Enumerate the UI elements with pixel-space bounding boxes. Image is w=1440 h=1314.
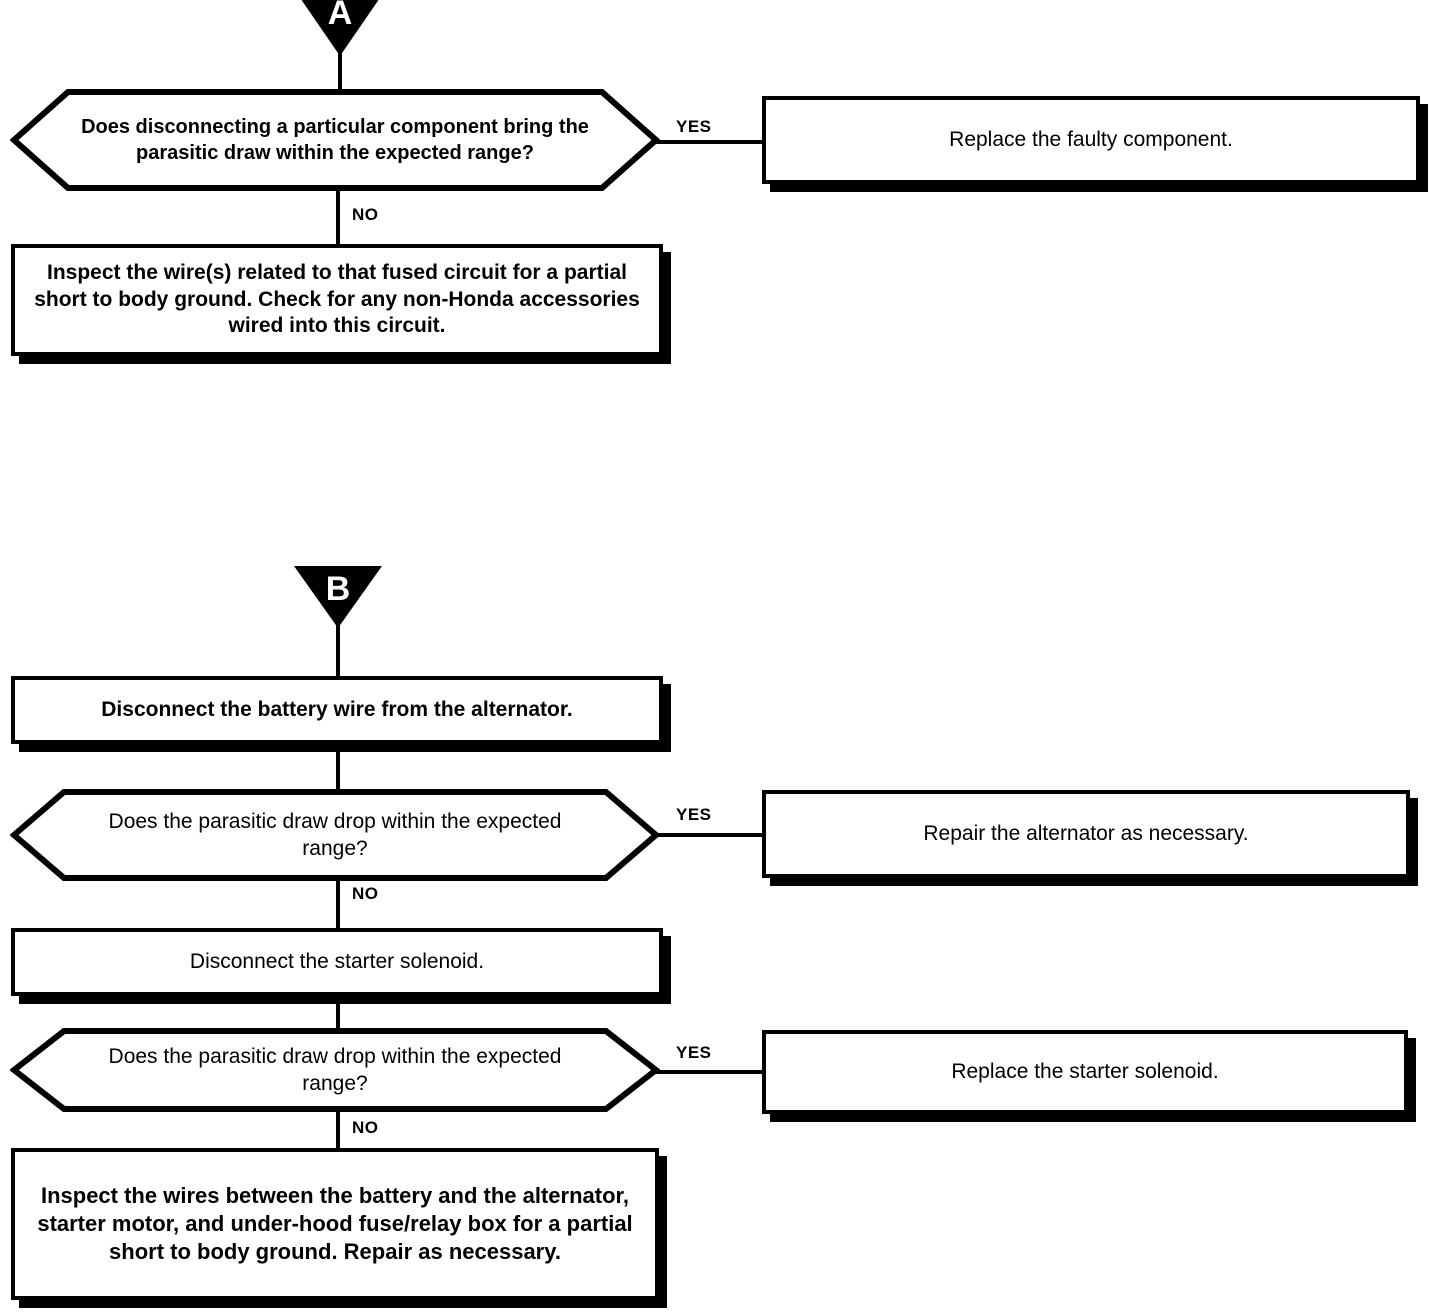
step-disconnect-starter-solenoid-text: Disconnect the starter solenoid. (189, 949, 485, 973)
branch-b2-no-line (336, 1110, 340, 1152)
link-step2-to-decision2 (336, 996, 340, 1030)
branch-b1-yes-label: YES (676, 805, 712, 824)
action-inspect-fused-circuit-wires: Inspect the wire(s) related to that fuse… (11, 244, 663, 356)
decision-draw-drop-alternator: Does the parasitic draw drop within the … (10, 788, 660, 882)
decision-draw-drop-solenoid: Does the parasitic draw drop within the … (10, 1027, 660, 1113)
branch-b1-yes-line (654, 833, 764, 837)
decision-draw-drop-solenoid-text: Does the parasitic draw drop within the … (108, 1044, 562, 1095)
action-repair-alternator: Repair the alternator as necessary. (762, 790, 1410, 878)
branch-b1-no-label: NO (352, 884, 379, 903)
action-replace-faulty-component-text: Replace the faulty component. (949, 127, 1233, 151)
action-replace-starter-solenoid-text: Replace the starter solenoid. (951, 1059, 1219, 1083)
branch-b2-no-label: NO (352, 1118, 379, 1137)
connector-a-stem (338, 52, 342, 92)
link-step1-to-decision1 (336, 744, 340, 790)
connector-marker-a: A (296, 0, 384, 60)
connector-marker-a-label: A (327, 0, 353, 32)
action-repair-alternator-text: Repair the alternator as necessary. (923, 821, 1249, 845)
action-inspect-fused-circuit-wires-text: Inspect the wire(s) related to that fuse… (34, 260, 640, 338)
branch-b1-no-line (336, 878, 340, 930)
step-disconnect-battery-wire: Disconnect the battery wire from the alt… (11, 676, 663, 744)
decision-draw-drop-alternator-text: Does the parasitic draw drop within the … (108, 809, 562, 860)
action-replace-faulty-component: Replace the faulty component. (762, 96, 1420, 184)
connector-marker-b-label: B (325, 570, 351, 608)
decision-component-disconnect-text: Does disconnecting a particular componen… (81, 116, 589, 164)
action-inspect-main-wires: Inspect the wires between the battery an… (11, 1148, 659, 1300)
action-replace-starter-solenoid: Replace the starter solenoid. (762, 1030, 1408, 1114)
step-disconnect-starter-solenoid: Disconnect the starter solenoid. (11, 928, 663, 996)
action-inspect-main-wires-text: Inspect the wires between the battery an… (37, 1182, 633, 1265)
step-disconnect-battery-wire-text: Disconnect the battery wire from the alt… (101, 697, 573, 721)
branch-a-yes-label: YES (676, 117, 712, 136)
branch-a-yes-line (654, 140, 764, 144)
decision-component-disconnect: Does disconnecting a particular componen… (10, 88, 660, 192)
branch-b2-yes-line (654, 1070, 764, 1074)
connector-marker-b: B (294, 566, 382, 632)
branch-b2-yes-label: YES (676, 1043, 712, 1062)
branch-a-no-label: NO (352, 205, 379, 224)
branch-a-no-line (336, 188, 340, 246)
connector-b-stem (336, 624, 340, 676)
